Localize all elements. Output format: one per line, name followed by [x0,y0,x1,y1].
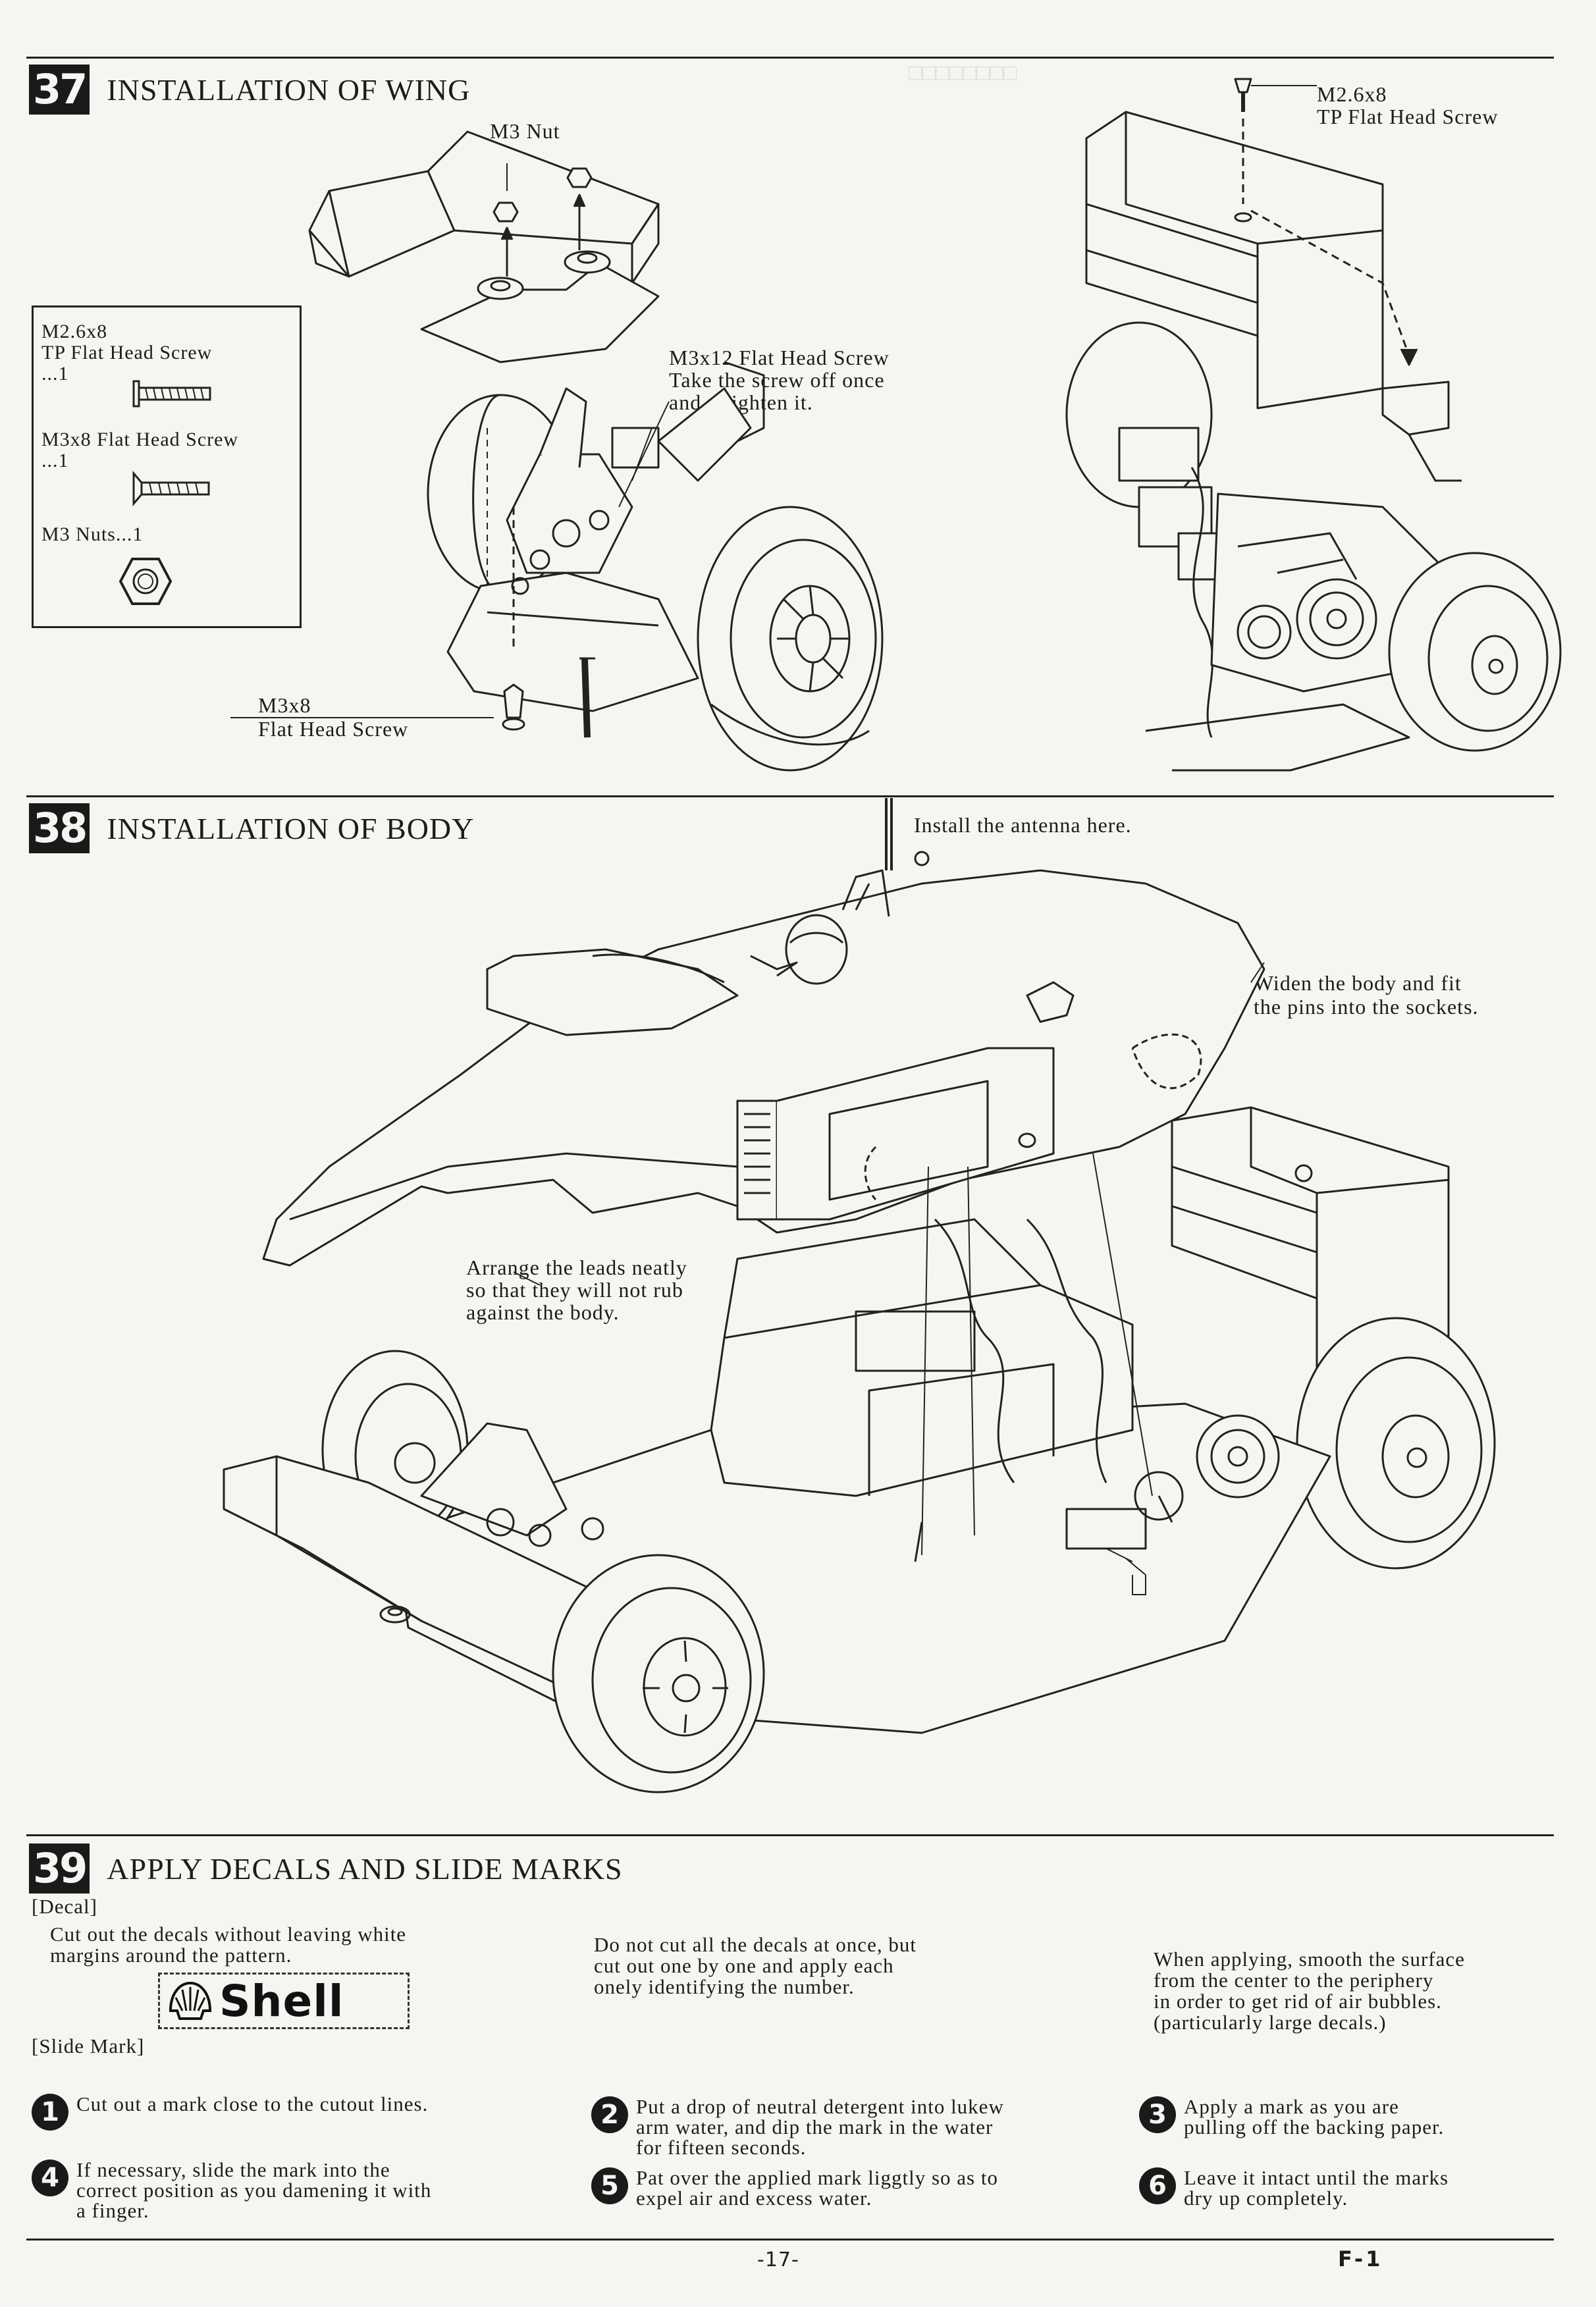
parts-screw2-name: M3x8 Flat Head Screw [41,429,239,450]
label-leads-line1: Arrange the leads neatly [466,1256,687,1279]
slide-step-5: 5 Pat over the applied mark liggtly so a… [591,2167,1144,2208]
step-badge-3: 3 [1139,2096,1176,2133]
slide-step-6: 6 Leave it intact until the marks dry up… [1139,2167,1560,2208]
shell-emblem-icon [169,1981,212,2020]
label-m3x8-size: M3x8 [258,693,311,717]
parts-nut-name: M3 Nuts...1 [41,523,144,545]
decal-text3-line3: in order to get rid of air bubbles. [1154,1990,1442,2013]
decal-text1-line1: Cut out the decals without leaving white [50,1923,407,1946]
slide-step-3-line2: pulling off the backing paper. [1184,2115,1445,2138]
slide-step-5-line2: expel air and excess water. [636,2187,872,2210]
label-m3x12-line3: and retighten it. [669,390,813,414]
label-m3x12-line2: Take the screw off once [669,368,885,392]
show-through-text: □□□□□□□□ [909,61,1017,86]
slide-step-2-line2: arm water, and dip the mark in the water [636,2115,994,2138]
slide-step-2: 2 Put a drop of neutral detergent into l… [591,2096,1144,2158]
slide-step-4-line3: a finger. [76,2199,149,2222]
label-m3x8-name: Flat Head Screw [258,717,409,741]
step-badge-1: 1 [32,2094,68,2131]
step38-title: INSTALLATION OF BODY [107,811,475,845]
step37-number: 37 [29,65,90,115]
step39-header: 39 APPLY DECALS AND SLIDE MARKS [29,1843,623,1894]
decal-text3-line2: from the center to the periphery [1154,1969,1434,1992]
label-widen-line1: Widen the body and fit [1254,971,1462,995]
step38-number: 38 [29,803,90,853]
shell-logo: Shell [158,1973,410,2029]
parts-screw2-qty: ...1 [41,450,69,471]
slide-step-3: 3 Apply a mark as you are pulling off th… [1139,2096,1560,2137]
decal-text3-line1: When applying, smooth the surface [1154,1948,1465,1971]
label-leads-line2: so that they will not rub [466,1278,683,1302]
decal-text2-line2: cut out one by one and apply each [594,1954,894,1977]
label-m3x12-line1: M3x12 Flat Head Screw [669,346,890,369]
decal-text2-line3: onely identifying the number. [594,1975,855,1998]
step37-top-rule [26,57,1554,59]
decal-heading: [Decal] [32,1895,97,1918]
slide-step-4-line1: If necessary, slide the mark into the [76,2158,390,2181]
label-top-screw-size: M2.6x8 [1317,82,1387,106]
parts-box: M2.6x8 TP Flat Head Screw ...1 M3x8 Flat… [32,305,302,628]
decal-text3-line4: (particularly large decals.) [1154,2011,1387,2034]
step-badge-2: 2 [591,2096,628,2133]
step-badge-6: 6 [1139,2167,1176,2204]
label-widen-line2: the pins into the sockets. [1254,995,1479,1019]
slide-mark-heading: [Slide Mark] [32,2034,145,2057]
decal-text2-line1: Do not cut all the decals at once, but [594,1933,917,1956]
step37-header: 37 INSTALLATION OF WING [29,65,470,115]
slide-step-6-line1: Leave it intact until the marks [1184,2166,1449,2189]
step-badge-5: 5 [591,2167,628,2204]
page-code: F-1 [1338,2246,1383,2271]
step38-body-illustration [198,798,1554,1792]
label-antenna: Install the antenna here. [914,813,1132,837]
step37-title: INSTALLATION OF WING [107,72,471,107]
slide-step-2-line1: Put a drop of neutral detergent into luk… [636,2095,1004,2118]
hex-nut-icon [119,556,172,606]
step39-number: 39 [29,1843,90,1894]
slide-step-5-line1: Pat over the applied mark liggtly so as … [636,2166,998,2189]
slide-step-2-line3: for fifteen seconds. [636,2136,807,2159]
flat-screw-icon [132,471,218,506]
label-m3-nut: M3 Nut [490,119,560,143]
slide-step-1: 1 Cut out a mark close to the cutout lin… [32,2094,578,2131]
step37-chassis-illustration [1040,72,1560,790]
decal-text1-line2: margins around the pattern. [50,1944,292,1967]
label-leads-line3: against the body. [466,1300,620,1324]
slide-step-4-line2: correct position as you damening it with [76,2179,432,2202]
step38-top-rule [26,795,1554,797]
parts-screw1-size: M2.6x8 [41,321,108,342]
step38-header: 38 INSTALLATION OF BODY [29,803,474,853]
slide-step-1-line1: Cut out a mark close to the cutout lines… [76,2092,429,2115]
label-top-screw-name: TP Flat Head Screw [1317,105,1499,128]
shell-logo-text: Shell [219,1975,344,2027]
step39-title: APPLY DECALS AND SLIDE MARKS [107,1851,623,1886]
slide-step-6-line2: dry up completely. [1184,2187,1348,2210]
step39-top-rule [26,1834,1554,1836]
slide-step-4: 4 If necessary, slide the mark into the … [32,2160,578,2221]
tp-screw-icon [132,377,218,410]
parts-screw1-name: TP Flat Head Screw [41,342,213,363]
parts-screw1-qty: ...1 [41,363,69,385]
step37-wing-illustration [290,112,974,790]
step-badge-4: 4 [32,2160,68,2196]
page-number: -17- [757,2248,799,2271]
slide-step-3-line1: Apply a mark as you are [1184,2095,1399,2118]
footer-rule [26,2239,1554,2241]
